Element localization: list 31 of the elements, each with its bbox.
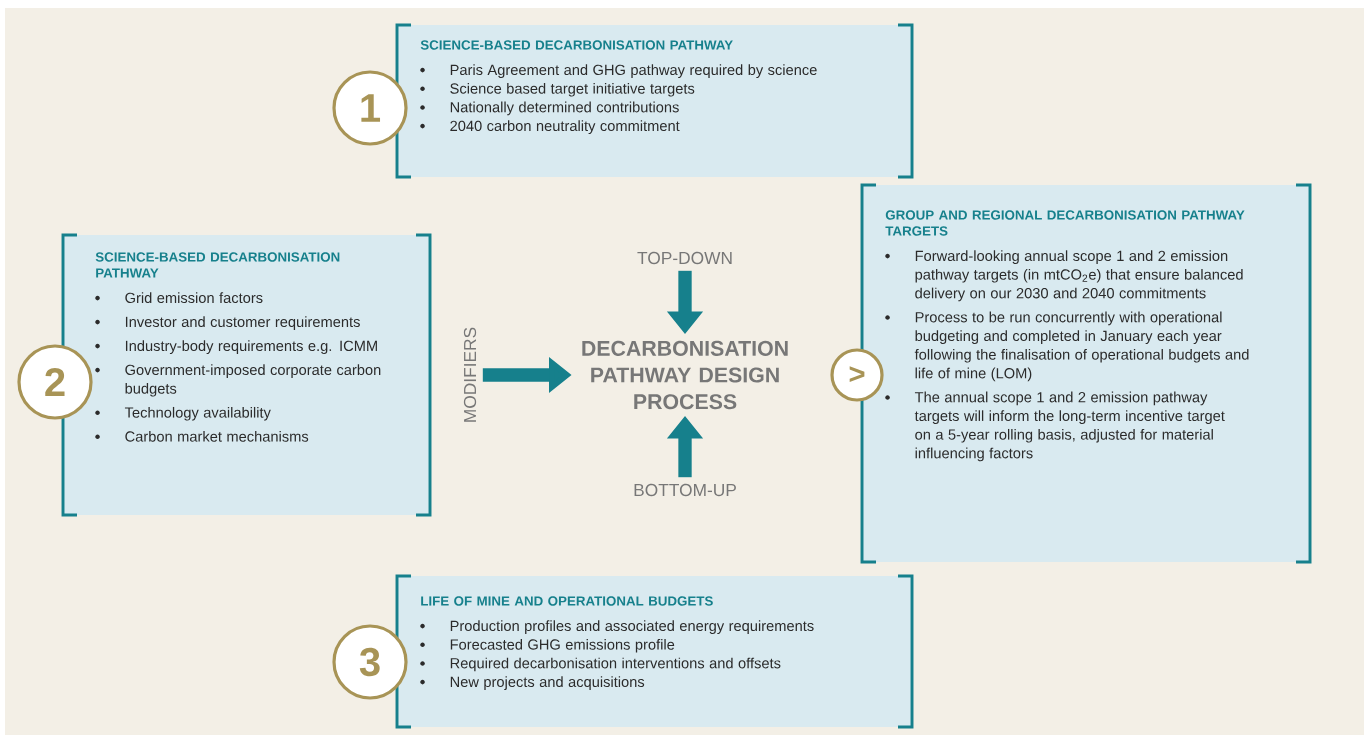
- step-badge: >: [830, 348, 884, 402]
- step-badge: 1: [332, 70, 408, 146]
- bullet-item: Forecasted GHG emissions profile: [420, 638, 675, 653]
- bullet-item: The annual scope 1 and 2 emission pathway targets will inform the long-term incentive target on a 5-year rolling basis, adjusted for material influencing factors: [885, 391, 1225, 462]
- box-heading: LIFE OF MINE AND OPERATIONAL BUDGETS: [421, 596, 713, 606]
- box-heading: SCIENCE-BASED DECARBONISATION PATHWAY: [420, 40, 733, 50]
- bullet-item: Science based target initiative targets: [420, 82, 695, 97]
- bullet-item: Required decarbonisation interventions and offsets: [420, 657, 781, 672]
- bullet-item: Carbon market mechanisms: [95, 430, 309, 442]
- direction-label: TOP-DOWN: [637, 251, 732, 265]
- process-title: DECARBONISATION PATHWAY DESIGN PROCESS: [582, 340, 788, 410]
- bullet-item: 2040 carbon neutrality commitment: [420, 120, 680, 134]
- direction-label: MODIFIERS: [463, 327, 477, 422]
- bracket-box: [395, 574, 914, 729]
- bullet-item: Paris Agreement and GHG pathway required by science: [420, 64, 817, 78]
- direction-label: BOTTOM-UP: [634, 483, 736, 497]
- bullet-item: Process to be run concurrently with operational budgeting and completed in January each year following the finalisation of operational budgets and life of mine (LOM): [885, 311, 1249, 382]
- bullet-item: Industry-body requirements e.g. ICMM: [95, 340, 377, 354]
- bullet-item: Production profiles and associated energy requirements: [420, 620, 814, 634]
- bullet-item: Government-imposed corporate carbon budgets: [95, 364, 381, 397]
- bullet-item: Grid emission factors: [95, 292, 263, 304]
- step-badge: 3: [332, 624, 408, 700]
- bullet-item: Nationally determined contributions: [420, 101, 679, 116]
- bracket-box: [395, 23, 914, 179]
- box-heading: GROUP AND REGIONAL DECARBONISATION PATHWAY TARGETS: [885, 210, 1245, 236]
- step-badge: 2: [17, 344, 93, 420]
- bullet-item: Investor and customer requirements: [95, 316, 360, 330]
- bullet-item: New projects and acquisitions: [420, 676, 645, 690]
- box-heading: SCIENCE-BASED DECARBONISATION PATHWAY: [95, 252, 340, 278]
- bullet-item: Technology availability: [95, 406, 271, 421]
- bullet-item: Forward-looking annual scope 1 and 2 emission pathway targets (in mtCO$_{2}$e) that ensure balanced delivery on our 2030 and 2040 commitments: [885, 250, 1243, 302]
